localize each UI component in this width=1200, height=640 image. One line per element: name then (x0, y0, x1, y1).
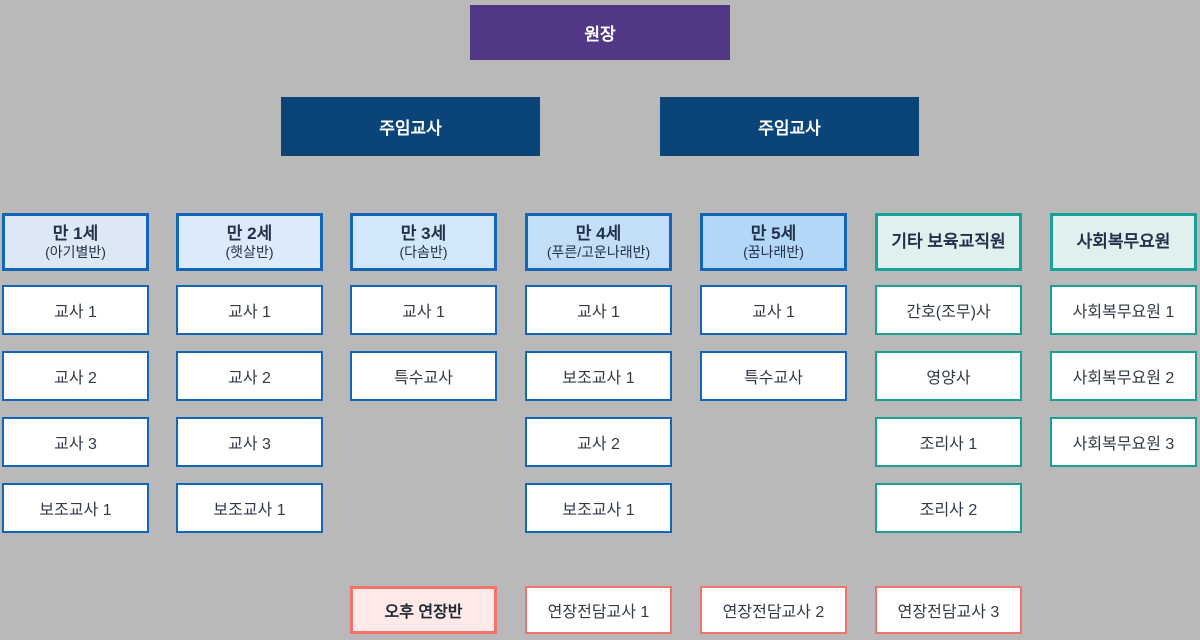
column-header: 만 2세 (햇살반) (176, 213, 323, 271)
column-header: 만 1세 (아기별반) (2, 213, 149, 271)
column-age-1: 만 1세 (아기별반) 교사 1 교사 2 교사 3 보조교사 1 (2, 213, 149, 549)
column-other-staff: 기타 보육교직원 간호(조무)사 영양사 조리사 1 조리사 2 (875, 213, 1022, 549)
extended-class-box: 오후 연장반 (350, 586, 497, 634)
member-box: 교사 1 (350, 285, 497, 335)
column-title: 기타 보육교직원 (891, 232, 1006, 252)
column-subtitle: (꿈나래반) (743, 243, 804, 260)
head-teacher-box-right: 주임교사 (660, 97, 919, 156)
extended-teacher-box: 연장전담교사 2 (700, 586, 847, 634)
member-box: 교사 3 (2, 417, 149, 467)
head-teacher-box-left: 주임교사 (281, 97, 540, 156)
member-box: 특수교사 (350, 351, 497, 401)
member-box: 교사 2 (2, 351, 149, 401)
column-subtitle: (햇살반) (225, 243, 274, 260)
column-social-service: 사회복무요원 사회복무요원 1 사회복무요원 2 사회복무요원 3 (1050, 213, 1197, 483)
column-age-4: 만 4세 (푸른/고운나래반) 교사 1 보조교사 1 교사 2 보조교사 1 (525, 213, 672, 549)
member-box: 사회복무요원 3 (1050, 417, 1197, 467)
column-title: 만 5세 (750, 223, 797, 243)
member-box: 교사 1 (176, 285, 323, 335)
column-age-2: 만 2세 (햇살반) 교사 1 교사 2 교사 3 보조교사 1 (176, 213, 323, 549)
member-box: 조리사 2 (875, 483, 1022, 533)
column-title: 만 1세 (52, 223, 99, 243)
column-header: 사회복무요원 (1050, 213, 1197, 271)
member-box: 보조교사 1 (176, 483, 323, 533)
column-title: 만 4세 (575, 223, 622, 243)
column-title: 만 2세 (226, 223, 273, 243)
member-box: 보조교사 1 (525, 351, 672, 401)
member-box: 교사 2 (176, 351, 323, 401)
member-box: 교사 1 (2, 285, 149, 335)
member-box: 교사 3 (176, 417, 323, 467)
member-box: 사회복무요원 1 (1050, 285, 1197, 335)
member-box: 간호(조무)사 (875, 285, 1022, 335)
column-header: 만 5세 (꿈나래반) (700, 213, 847, 271)
column-header: 만 3세 (다솜반) (350, 213, 497, 271)
extended-teacher-box: 연장전담교사 1 (525, 586, 672, 634)
extended-teacher-box: 연장전담교사 3 (875, 586, 1022, 634)
member-box: 보조교사 1 (525, 483, 672, 533)
member-box: 영양사 (875, 351, 1022, 401)
member-box: 교사 1 (525, 285, 672, 335)
director-box: 원장 (470, 5, 730, 60)
column-header: 기타 보육교직원 (875, 213, 1022, 271)
member-box: 조리사 1 (875, 417, 1022, 467)
member-box: 사회복무요원 2 (1050, 351, 1197, 401)
member-box: 특수교사 (700, 351, 847, 401)
member-box: 교사 1 (700, 285, 847, 335)
column-subtitle: (아기별반) (45, 243, 106, 260)
column-subtitle: (다솜반) (399, 243, 448, 260)
column-age-5: 만 5세 (꿈나래반) 교사 1 특수교사 (700, 213, 847, 417)
column-title: 사회복무요원 (1076, 232, 1171, 252)
column-title: 만 3세 (400, 223, 447, 243)
member-box: 교사 2 (525, 417, 672, 467)
column-header: 만 4세 (푸른/고운나래반) (525, 213, 672, 271)
column-subtitle: (푸른/고운나래반) (546, 243, 651, 260)
member-box: 보조교사 1 (2, 483, 149, 533)
column-age-3: 만 3세 (다솜반) 교사 1 특수교사 (350, 213, 497, 417)
